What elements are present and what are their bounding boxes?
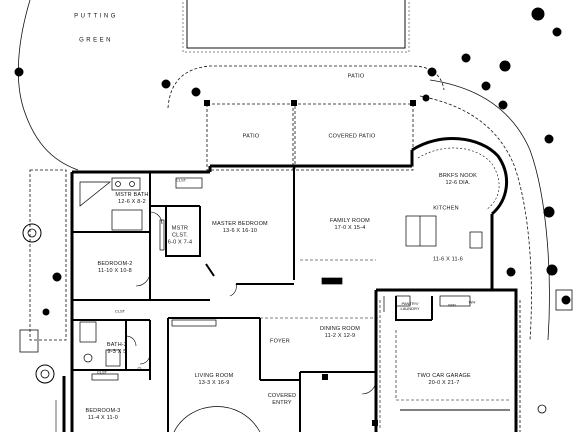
- label-clst-bed3: CLST: [96, 369, 108, 375]
- room-dining-room: DINING ROOM 11-2 X 12-9: [320, 326, 360, 340]
- room-family-room-dims: 17-0 X 15-4: [334, 225, 366, 231]
- label-patio-top: PATIO: [347, 73, 365, 80]
- room-bedroom-3-dims: 11-4 X 11-0: [87, 415, 119, 421]
- label-cl: CL: [137, 365, 143, 371]
- room-brkfs-nook: BRKFS NOOK 12-6 DIA.: [439, 173, 477, 187]
- room-brkfs-nook-name: BRKFS NOOK: [438, 173, 478, 179]
- room-pantry-name2: LAUNDRY: [400, 306, 420, 311]
- room-bedroom-2-name: BEDROOM-2: [97, 261, 133, 267]
- room-master-bedroom-name: MASTER BEDROOM: [212, 221, 268, 227]
- label-green: GREEN: [79, 37, 113, 44]
- room-mstr-closet: MSTR CLST. 6-0 X 7-4: [168, 226, 192, 247]
- room-mstr-bath: MSTR BATH 12-6 X 8-2: [115, 192, 148, 206]
- room-bedroom-2: BEDROOM-2 11-10 X 10-8: [97, 261, 132, 275]
- room-foyer: FOYER: [270, 338, 290, 345]
- room-bedroom-3-name: BEDROOM-3: [85, 408, 121, 414]
- room-master-bedroom: MASTER BEDROOM 13-6 X 16-10: [212, 221, 268, 235]
- room-garage-name: TWO CAR GARAGE: [417, 373, 471, 379]
- columns: [204, 100, 416, 426]
- nook-ring: [417, 147, 500, 211]
- room-pantry-laundry: PANTRY/ LAUNDRY: [400, 301, 419, 311]
- room-mstr-bath-name: MSTR BATH: [115, 192, 149, 198]
- fixtures: [79, 177, 483, 432]
- room-mstr-closet-dims: 6-0 X 7-4: [167, 239, 193, 246]
- label-clst-bed2: CLST: [114, 308, 126, 314]
- room-brkfs-nook-dims: 12-6 DIA.: [445, 180, 471, 186]
- room-dining-room-name: DINING ROOM: [319, 326, 361, 332]
- interior-walls: [72, 166, 510, 432]
- dashed-details: [260, 259, 510, 430]
- exterior-walls: [62, 137, 518, 432]
- site-lines: [17, 0, 573, 432]
- label-patio-left: PATIO: [242, 133, 260, 140]
- room-living-room: LIVING ROOM 13-3 X 16-9: [195, 373, 234, 387]
- label-clst-bath: CLST: [175, 177, 187, 183]
- room-mstr-closet-name2: CLST.: [172, 232, 188, 239]
- room-garage-dims: 20-0 X 21-7: [428, 380, 460, 386]
- room-bath-2-dims: 9-3 X 5: [107, 349, 127, 355]
- room-master-bedroom-dims: 13-6 X 16-10: [222, 228, 258, 234]
- room-kitchen-name: KITCHEN: [433, 205, 459, 212]
- label-wd: W/D: [448, 302, 456, 308]
- room-covered-entry-name: COVERED: [267, 393, 297, 399]
- room-living-room-name: LIVING ROOM: [194, 373, 234, 379]
- room-mstr-closet-name: MSTR: [171, 225, 189, 232]
- door-swings: [55, 211, 377, 432]
- room-bedroom-2-dims: 11-10 X 10-8: [98, 268, 132, 274]
- label-putting: PUTTING: [74, 13, 118, 20]
- room-bath-2-name: BATH-2: [106, 342, 128, 348]
- room-covered-entry-name2: ENTRY: [272, 400, 292, 406]
- room-dining-room-dims: 11-2 X 12-9: [324, 333, 356, 339]
- label-wh: WH: [468, 299, 476, 305]
- room-pantry-name: PANTRY/: [401, 301, 419, 306]
- room-family-room: FAMILY ROOM 17-0 X 15-4: [330, 218, 370, 232]
- room-mstr-bath-dims: 12-6 X 8-2: [118, 199, 146, 205]
- room-two-car-garage: TWO CAR GARAGE 20-0 X 21-7: [417, 373, 471, 387]
- room-family-room-name: FAMILY ROOM: [330, 218, 370, 224]
- landscaping: [14, 7, 571, 414]
- room-kitchen-dims: 11-6 X 11-6: [432, 256, 464, 263]
- room-bedroom-3: BEDROOM-3 11-4 X 11-0: [85, 408, 120, 422]
- room-living-room-dims: 13-3 X 16-9: [198, 380, 230, 386]
- room-covered-entry: COVERED ENTRY: [268, 393, 297, 407]
- label-covered-patio: COVERED PATIO: [328, 133, 376, 140]
- room-bath-2: BATH-2 9-3 X 5: [107, 342, 127, 356]
